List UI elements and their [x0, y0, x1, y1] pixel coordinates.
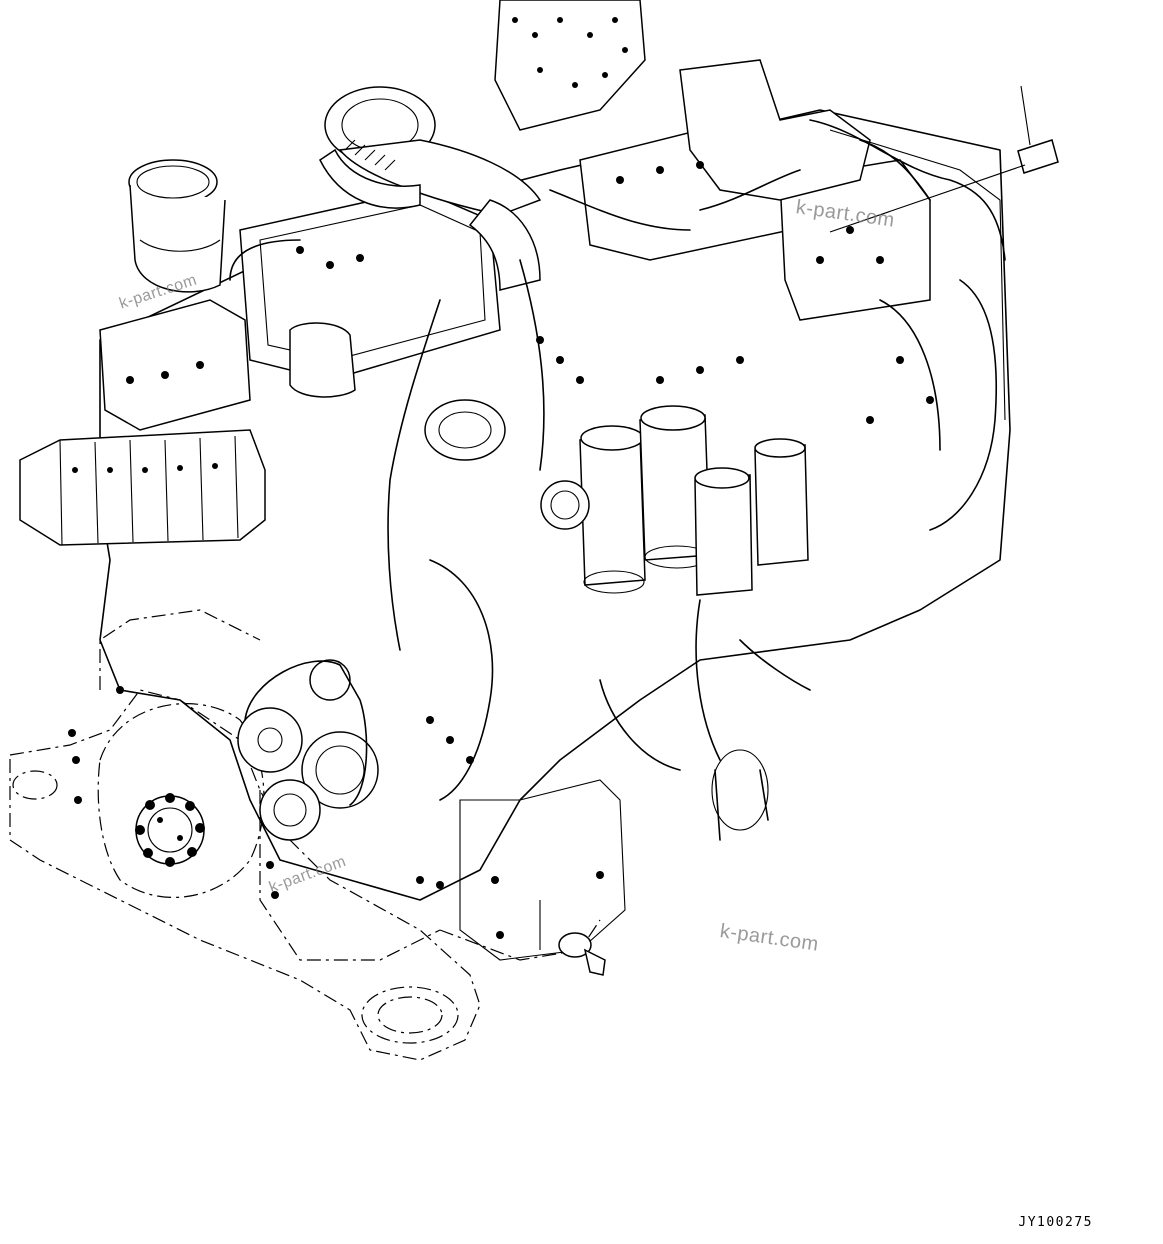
fuel-and-coolant-lines — [229, 119, 1006, 841]
oil-pan — [459, 779, 626, 976]
air-intake-elbow — [128, 159, 226, 293]
fasteners — [68, 161, 934, 939]
coolant-pump — [289, 322, 590, 530]
exhaust-manifold — [19, 299, 266, 546]
engine-mount-frame — [9, 609, 601, 1061]
flywheel-housing — [97, 703, 265, 899]
oil-filters — [579, 405, 809, 596]
drawing-code: JY100275 — [1018, 1215, 1093, 1230]
label-tag — [829, 85, 1059, 233]
front-pulleys — [237, 659, 379, 841]
